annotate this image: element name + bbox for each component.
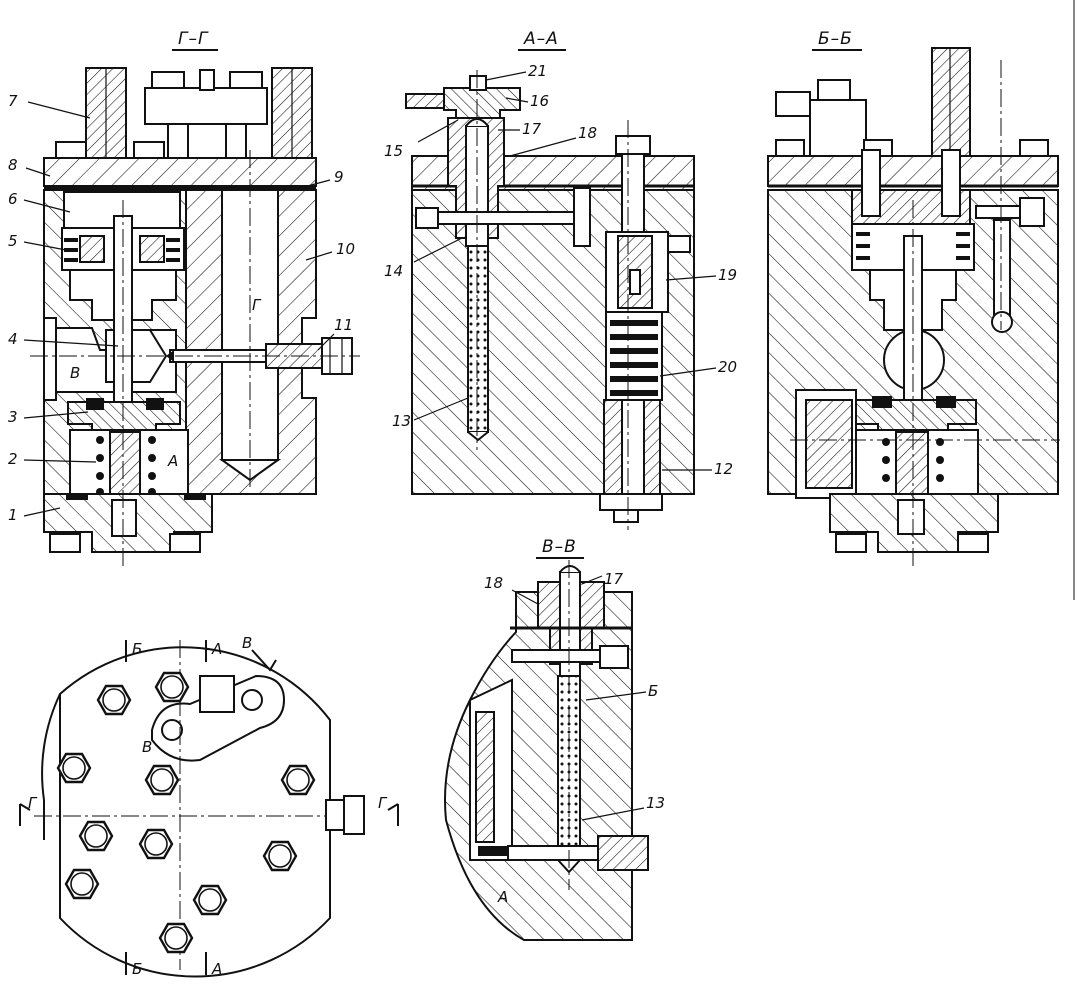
svg-text:Б: Б <box>132 640 142 658</box>
svg-text:Б: Б <box>648 682 658 700</box>
svg-text:13: 13 <box>392 412 411 430</box>
svg-text:12: 12 <box>714 460 733 478</box>
svg-text:В: В <box>142 738 152 756</box>
cover-plate-8 <box>43 157 317 187</box>
svg-text:2: 2 <box>8 450 18 468</box>
svg-text:5: 5 <box>8 232 18 250</box>
svg-text:В: В <box>242 634 252 652</box>
svg-text:17: 17 <box>522 120 542 138</box>
svg-text:13: 13 <box>646 794 665 812</box>
svg-text:10: 10 <box>336 240 355 258</box>
section-a-a: А–А <box>384 29 737 530</box>
svg-text:20: 20 <box>718 358 737 376</box>
svg-text:21: 21 <box>528 62 547 80</box>
svg-text:4: 4 <box>8 330 18 348</box>
svg-text:А: А <box>211 640 222 658</box>
section-v-v: В–В 18 17 Б 13 А <box>444 537 665 941</box>
section-g-g: Г–Г Г <box>8 29 360 566</box>
svg-text:А: А <box>497 888 508 906</box>
svg-text:1: 1 <box>8 506 18 524</box>
svg-text:7: 7 <box>8 92 18 110</box>
svg-text:19: 19 <box>718 266 737 284</box>
section-b-b: Б–Б <box>767 29 1060 566</box>
plan-view: Б А В В Г Г Б А <box>19 634 399 978</box>
section-g-title: Г–Г <box>178 29 209 49</box>
svg-text:Г: Г <box>252 296 262 314</box>
svg-text:3: 3 <box>8 408 18 426</box>
svg-text:8: 8 <box>8 156 18 174</box>
svg-text:18: 18 <box>484 574 503 592</box>
section-v-title: В–В <box>542 537 577 557</box>
port-v-label: В <box>70 364 80 382</box>
svg-text:9: 9 <box>334 168 344 186</box>
svg-text:Г: Г <box>378 794 388 812</box>
svg-text:18: 18 <box>578 124 597 142</box>
svg-text:16: 16 <box>530 92 549 110</box>
svg-text:17: 17 <box>604 570 624 588</box>
svg-text:15: 15 <box>384 142 403 160</box>
svg-text:Б: Б <box>132 960 142 978</box>
svg-text:Г: Г <box>28 794 38 812</box>
section-a-title: А–А <box>523 29 559 49</box>
svg-text:6: 6 <box>8 190 18 208</box>
svg-text:14: 14 <box>384 262 403 280</box>
section-b-title: Б–Б <box>818 29 853 49</box>
svg-text:11: 11 <box>334 316 353 334</box>
svg-text:А: А <box>211 960 222 978</box>
svg-text:А: А <box>167 452 178 470</box>
